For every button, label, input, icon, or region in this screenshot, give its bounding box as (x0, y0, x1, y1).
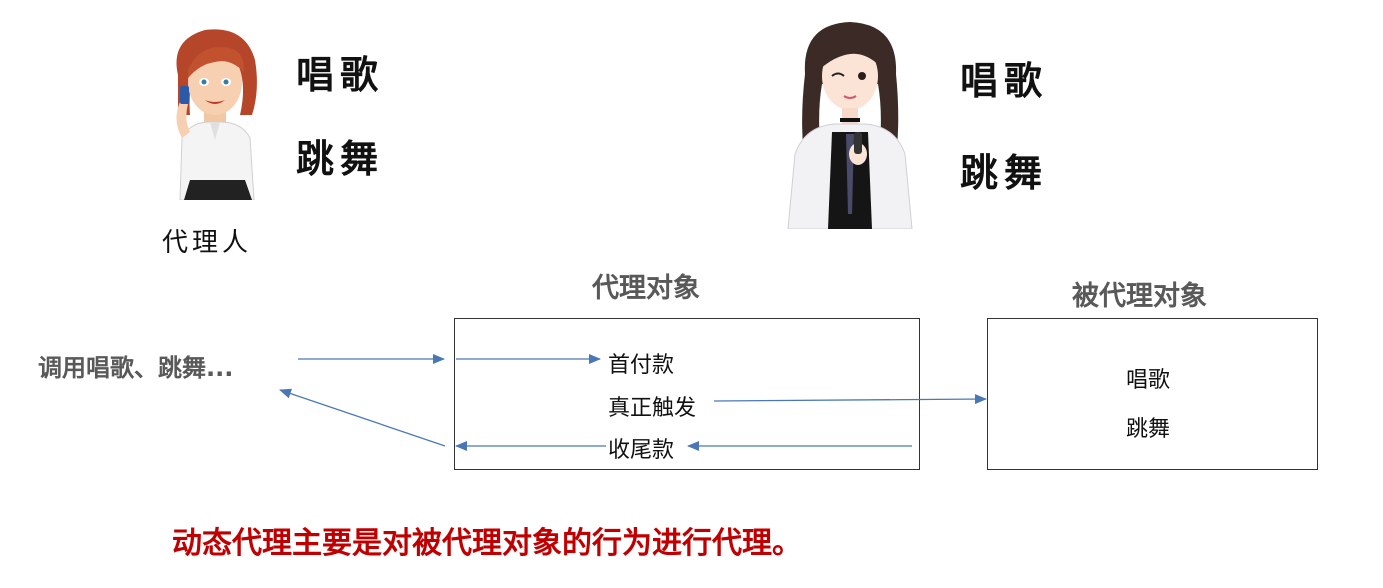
agent-illustration (176, 29, 257, 200)
caller-label: 调用唱歌、跳舞... (38, 354, 234, 382)
target-title: 被代理对象 (1072, 281, 1207, 312)
agent-caption: 代理人 (162, 228, 253, 258)
summary-text: 动态代理主要是对被代理对象的行为进行代理。 (172, 526, 802, 561)
proxy-step-invoke: 真正触发 (608, 396, 697, 421)
target-method-sing: 唱歌 (1126, 368, 1171, 393)
star-skill-dance: 跳舞 (960, 151, 1049, 195)
proxy-title: 代理对象 (592, 273, 700, 304)
arrow-proxy-to-caller (279, 388, 446, 447)
proxy-box (454, 318, 920, 470)
arrow-invoke-to-target (713, 394, 987, 405)
agent-skill-dance: 跳舞 (296, 137, 385, 181)
proxy-step-final-payment: 收尾款 (608, 438, 675, 463)
star-illustration (787, 22, 913, 229)
proxy-step-down-payment: 首付款 (608, 353, 675, 378)
target-method-dance: 跳舞 (1126, 417, 1171, 442)
target-box (987, 318, 1318, 470)
star-skill-sing: 唱歌 (960, 59, 1049, 103)
agent-skill-sing: 唱歌 (296, 53, 385, 97)
